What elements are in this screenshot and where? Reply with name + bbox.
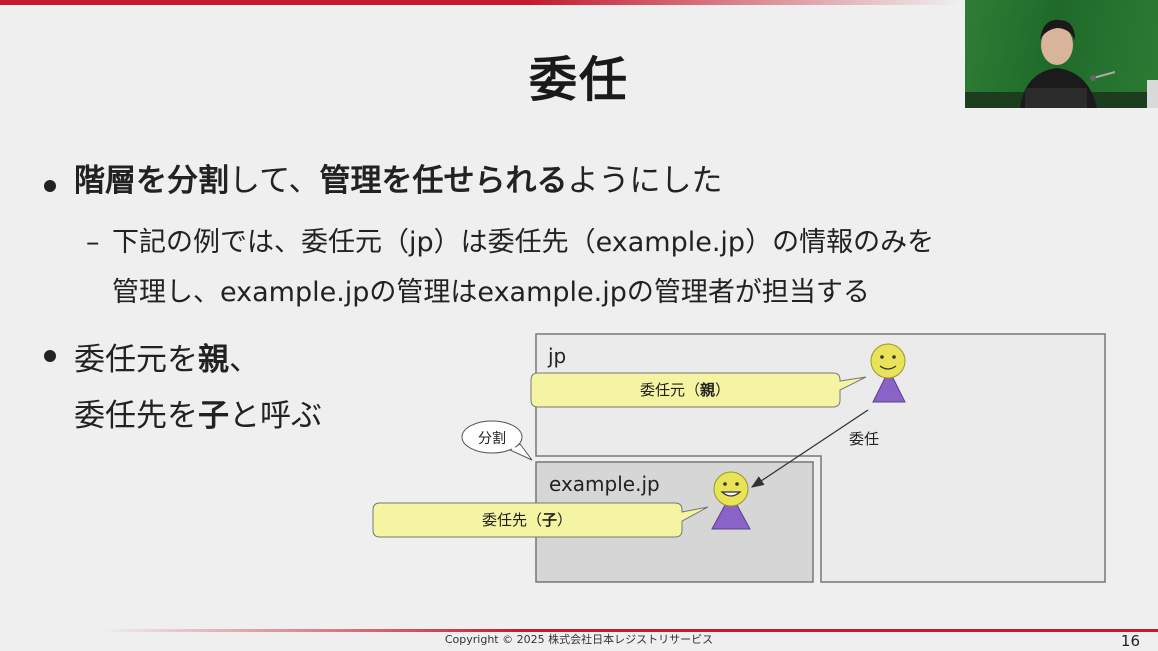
zone-example-jp-label: example.jp: [549, 472, 660, 496]
bullet-2-segment: 委任元を: [74, 342, 198, 378]
zone-jp-label: jp: [547, 344, 566, 368]
bullet-2-segment: 子: [198, 398, 229, 434]
webcam-overlay: [965, 0, 1158, 108]
bullet-2-line-2: 委任先を子と呼ぶ: [74, 388, 322, 444]
bullet-2: 委任元を親、 委任先を子と呼ぶ: [74, 332, 322, 444]
callout-child-suffix: ）: [557, 511, 572, 529]
bullet-dot-2: [44, 350, 56, 362]
bullet-2-line-1: 委任元を親、: [74, 332, 322, 388]
callout-parent: [530, 372, 867, 408]
callout-child-bold: 子: [542, 511, 557, 529]
delegation-arrow: [750, 409, 869, 488]
bullet-1-segment: して、: [229, 163, 320, 199]
callout-child: [372, 502, 709, 538]
presenter-video-frame: [965, 19, 1158, 108]
callout-child-label: 委任先（子）: [482, 511, 572, 529]
bullet-1-segment: 階層を分割: [74, 163, 229, 199]
footer-accent-line: [100, 629, 1158, 632]
split-speech-bubble: [461, 420, 533, 461]
bullet-1-segment: 管理を任せられる: [319, 163, 568, 199]
page-number: 16: [1120, 632, 1140, 650]
callout-parent-label: 委任元（親）: [640, 381, 730, 399]
bullet-2-segment: 委任先を: [74, 398, 198, 434]
bullet-1: 階層を分割して、管理を任せられるようにした: [74, 163, 723, 200]
sub-bullet-line-1: 下記の例では、委任元（jp）は委任先（example.jp）の情報のみを: [112, 227, 935, 258]
bullet-dot-1: [44, 180, 56, 192]
slide-title: 委任: [528, 52, 629, 108]
callout-parent-bold: 親: [700, 381, 715, 399]
bullet-2-segment: 、: [229, 342, 260, 378]
split-label: 分割: [478, 430, 506, 447]
sub-bullet-dash: –: [86, 227, 100, 258]
top-accent-line: [0, 0, 960, 5]
person-child-icon: [711, 471, 751, 530]
bullet-2-segment: と呼ぶ: [229, 398, 322, 434]
callout-parent-prefix: 委任元（: [640, 381, 700, 399]
callout-child-prefix: 委任先（: [482, 511, 542, 529]
callout-parent-suffix: ）: [715, 381, 730, 399]
copyright-text: Copyright © 2025 株式会社日本レジストリサービス: [444, 633, 714, 646]
delegation-arrow-label: 委任: [849, 430, 879, 448]
person-parent-icon: [870, 343, 906, 403]
sub-bullet-line-2: 管理し、example.jpの管理はexample.jpの管理者が担当する: [112, 277, 870, 308]
bullet-1-segment: ようにした: [567, 163, 723, 199]
bullet-2-segment: 親: [198, 342, 229, 378]
